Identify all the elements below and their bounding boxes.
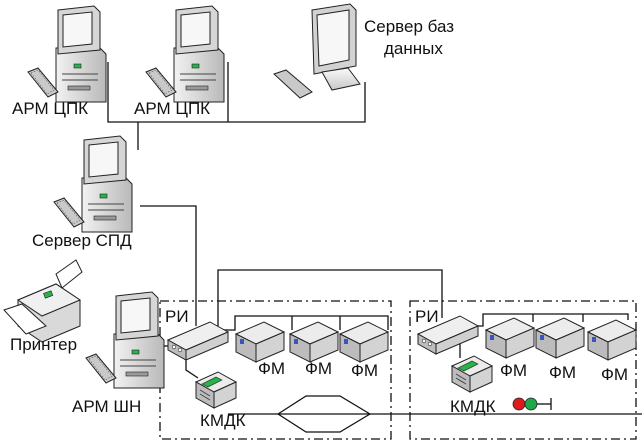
label-spd-server: Сервер СПД	[32, 231, 132, 250]
label-fm: ФМ	[351, 361, 378, 380]
network-switch-icon[interactable]	[167, 321, 229, 361]
left-to-right-switch-link	[217, 269, 443, 326]
module-icon[interactable]	[485, 317, 535, 359]
track-switch-top	[277, 395, 371, 415]
label-arm-cpk-1: АРМ ЦПК	[12, 99, 88, 118]
label-fm: ФМ	[305, 359, 332, 378]
computer-icon[interactable]	[27, 5, 107, 103]
computer-icon[interactable]	[145, 5, 225, 103]
spd-to-left-switch-link	[140, 205, 197, 326]
kmdk-device-icon[interactable]	[195, 371, 237, 409]
label-ri-right: РИ	[415, 307, 439, 326]
label-fm: ФМ	[601, 365, 628, 384]
label-fm: ФМ	[258, 359, 285, 378]
station-zone-right	[409, 300, 637, 440]
label-arm-cpk-2: АРМ ЦПК	[134, 99, 210, 118]
label-printer: Принтер	[10, 335, 77, 354]
label-arm-shn: АРМ ШН	[72, 397, 141, 416]
module-icon[interactable]	[339, 321, 389, 363]
kmdk-device-icon[interactable]	[451, 355, 493, 393]
label-kmdk-left: КМДК	[200, 411, 246, 430]
left-fm-bus	[213, 315, 389, 331]
right-fm-bus	[467, 313, 629, 327]
module-icon[interactable]	[289, 321, 339, 363]
label-fm: ФМ	[500, 361, 527, 380]
computer-icon[interactable]	[85, 291, 165, 389]
module-icon[interactable]	[235, 321, 285, 363]
computer-icon[interactable]	[53, 135, 133, 233]
printer-icon[interactable]	[3, 259, 83, 343]
module-icon[interactable]	[587, 319, 637, 361]
track-switch-bottom	[277, 413, 371, 433]
label-fm: ФМ	[549, 363, 576, 382]
label-ri-left: РИ	[165, 307, 189, 326]
label-db-server-line2: данных	[384, 39, 443, 58]
database-server-icon[interactable]	[273, 3, 361, 99]
label-kmdk-right: КМДК	[450, 397, 496, 416]
cpk-bus	[107, 62, 366, 123]
signal-icon	[512, 397, 552, 411]
label-db-server-line1: Сервер баз	[364, 17, 454, 36]
module-icon[interactable]	[535, 317, 585, 359]
